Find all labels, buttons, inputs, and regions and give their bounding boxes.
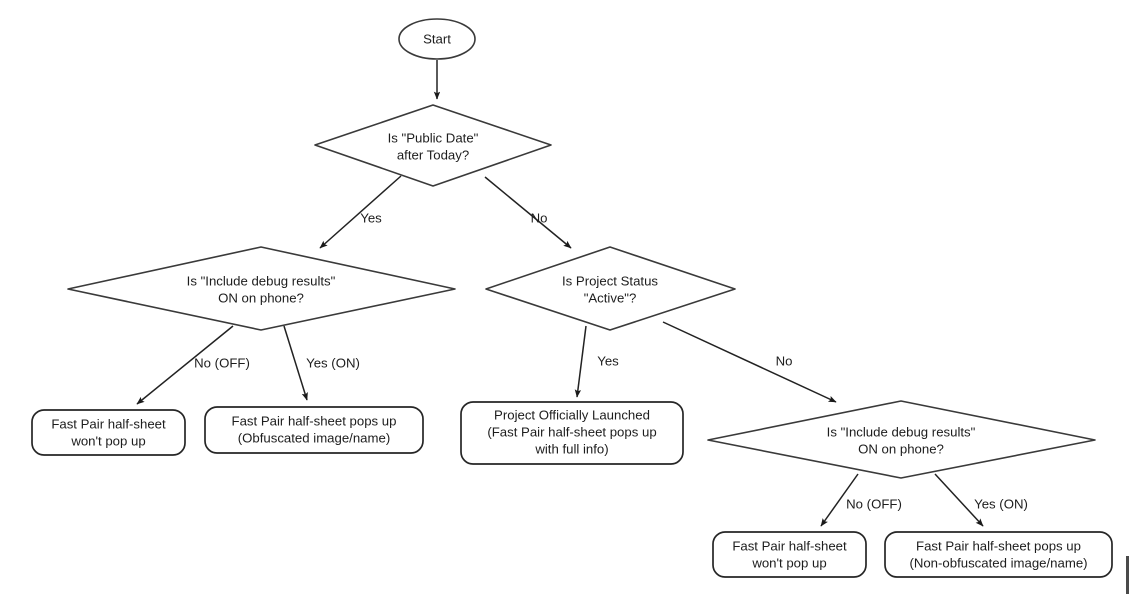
node-decision-public-date-line1: Is "Public Date" — [388, 130, 479, 145]
edge-debug-left-no: No (OFF) — [136, 325, 250, 405]
node-result-right-on-line1: Fast Pair half-sheet pops up — [916, 538, 1081, 553]
node-result-left-off[interactable]: Fast Pair half-sheet won't pop up — [31, 409, 186, 456]
edge-label-public-date-yes: Yes — [360, 210, 382, 225]
node-decision-debug-right-line2: ON on phone? — [858, 441, 944, 456]
node-decision-debug-left[interactable]: Is "Include debug results" ON on phone? — [67, 246, 456, 331]
node-result-left-on-line1: Fast Pair half-sheet pops up — [232, 413, 397, 428]
node-decision-debug-right-line1: Is "Include debug results" — [827, 424, 976, 439]
edge-debug-right-no: No (OFF) — [820, 473, 902, 527]
edge-debug-right-yes: Yes (ON) — [934, 473, 1028, 527]
edge-label-debug-left-yes: Yes (ON) — [306, 355, 360, 370]
node-start[interactable]: Start — [398, 18, 476, 60]
node-decision-debug-right[interactable]: Is "Include debug results" ON on phone? — [707, 400, 1096, 479]
node-start-label: Start — [423, 31, 451, 46]
edge-debug-left-yes: Yes (ON) — [283, 325, 360, 401]
node-result-right-off[interactable]: Fast Pair half-sheet won't pop up — [712, 531, 867, 578]
node-result-left-off-line2: won't pop up — [70, 433, 145, 448]
edge-label-debug-right-no: No (OFF) — [846, 496, 902, 511]
node-result-launched[interactable]: Project Officially Launched (Fast Pair h… — [460, 401, 684, 465]
edge-public-date-yes: Yes — [319, 175, 402, 249]
edge-label-project-status-no: No — [776, 353, 793, 368]
node-decision-project-status[interactable]: Is Project Status "Active"? — [485, 246, 736, 331]
node-result-left-on-line2: (Obfuscated image/name) — [238, 430, 390, 445]
edge-label-debug-right-yes: Yes (ON) — [974, 496, 1028, 511]
node-result-launched-line1: Project Officially Launched — [494, 407, 650, 422]
node-result-right-on-line2: (Non-obfuscated image/name) — [909, 555, 1087, 570]
node-decision-debug-left-line2: ON on phone? — [218, 290, 304, 305]
node-decision-public-date[interactable]: Is "Public Date" after Today? — [314, 104, 552, 187]
node-result-launched-line3: with full info) — [534, 441, 608, 456]
edge-label-public-date-no: No — [531, 210, 548, 225]
node-result-right-off-line2: won't pop up — [751, 555, 826, 570]
node-decision-project-status-line2: "Active"? — [584, 290, 637, 305]
edge-label-debug-left-no: No (OFF) — [194, 355, 250, 370]
edge-project-status-yes: Yes — [574, 325, 619, 398]
node-decision-project-status-line1: Is Project Status — [562, 273, 658, 288]
page-edge-artifact — [1126, 556, 1129, 594]
node-result-right-off-line1: Fast Pair half-sheet — [732, 538, 847, 553]
edge-project-status-no: No — [662, 321, 837, 403]
edge-label-project-status-yes: Yes — [597, 353, 619, 368]
edge-public-date-no: No — [484, 176, 572, 249]
node-result-left-off-line1: Fast Pair half-sheet — [51, 416, 166, 431]
node-result-launched-line2: (Fast Pair half-sheet pops up — [487, 424, 656, 439]
node-result-left-on[interactable]: Fast Pair half-sheet pops up (Obfuscated… — [204, 406, 424, 454]
node-decision-public-date-line2: after Today? — [397, 147, 469, 162]
node-result-right-on[interactable]: Fast Pair half-sheet pops up (Non-obfusc… — [884, 531, 1113, 578]
node-decision-debug-left-line1: Is "Include debug results" — [187, 273, 336, 288]
